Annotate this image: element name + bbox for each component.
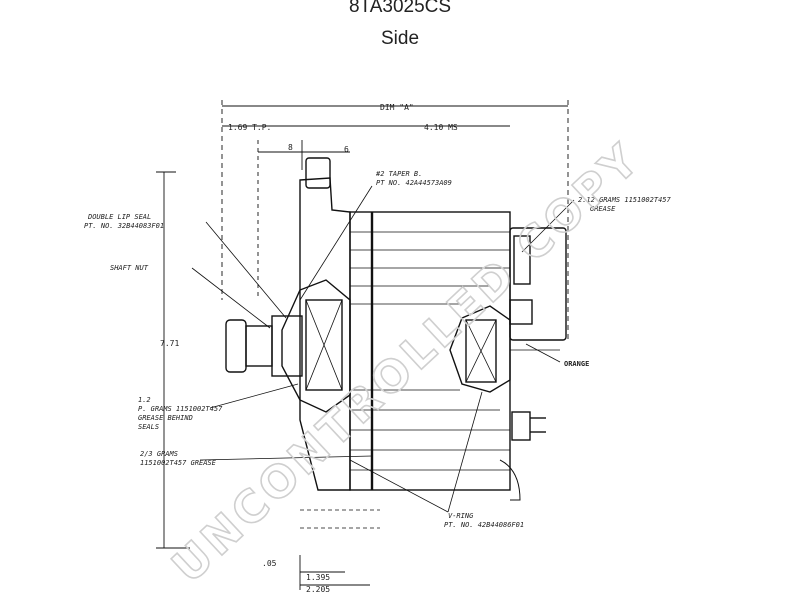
front-grease-note: GREASE BEHIND: [138, 414, 193, 422]
dim-a-label: DIM "A": [380, 103, 414, 112]
dim-left-label: 1.69 T.P.: [228, 123, 271, 132]
dim-05-label: .05: [262, 559, 277, 568]
v-ring-label: V-RING: [448, 512, 474, 520]
diagram-subtitle: Side: [380, 28, 420, 49]
front-grease-seals: SEALS: [138, 423, 159, 431]
orange-wire-label: ORANGE: [564, 360, 589, 368]
shaft-nut-label: SHAFT NUT: [110, 264, 149, 272]
double-lip-seal-label: DOUBLE LIP SEAL: [87, 213, 151, 221]
rear-bearing-grease-part: 1151002T457 GREASE: [140, 459, 217, 467]
diagram-title: 8TA3025CS: [348, 0, 452, 17]
dim-771-label: 7.71: [160, 339, 179, 348]
alternator-body: [156, 100, 575, 590]
taper-bearing-part: PT NO. 42A44573A09: [376, 179, 452, 187]
front-grease-qty: 1.2: [138, 396, 151, 404]
v-ring-part: PT. NO. 42B44086F01: [444, 521, 524, 529]
dim-right-label: 4.10 MS: [424, 123, 458, 132]
dim-1395-label: 1.395: [306, 573, 330, 582]
rear-bearing-grease-qty: 2/3 GRAMS: [140, 450, 178, 458]
double-lip-seal-part: PT. NO. 32B44083F01: [84, 222, 164, 230]
dim-6-label: 6: [344, 145, 349, 154]
rear-grease-type: GREASE: [590, 205, 616, 213]
taper-bearing-label: #2 TAPER B.: [375, 170, 422, 178]
dimension-labels: DIM "A" 1.69 T.P. 4.10 MS 8 6 7.71 .05 1…: [160, 103, 458, 594]
dim-8-label: 8: [288, 143, 293, 152]
rear-grease-label: 2.12 GRAMS 1151002T457: [578, 196, 672, 204]
dim-2205-label: 2.205: [306, 585, 330, 594]
front-grease-part: P. GRAMS 1151002T457: [138, 405, 223, 413]
callout-labels: DOUBLE LIP SEAL PT. NO. 32B44083F01 SHAF…: [84, 170, 672, 529]
